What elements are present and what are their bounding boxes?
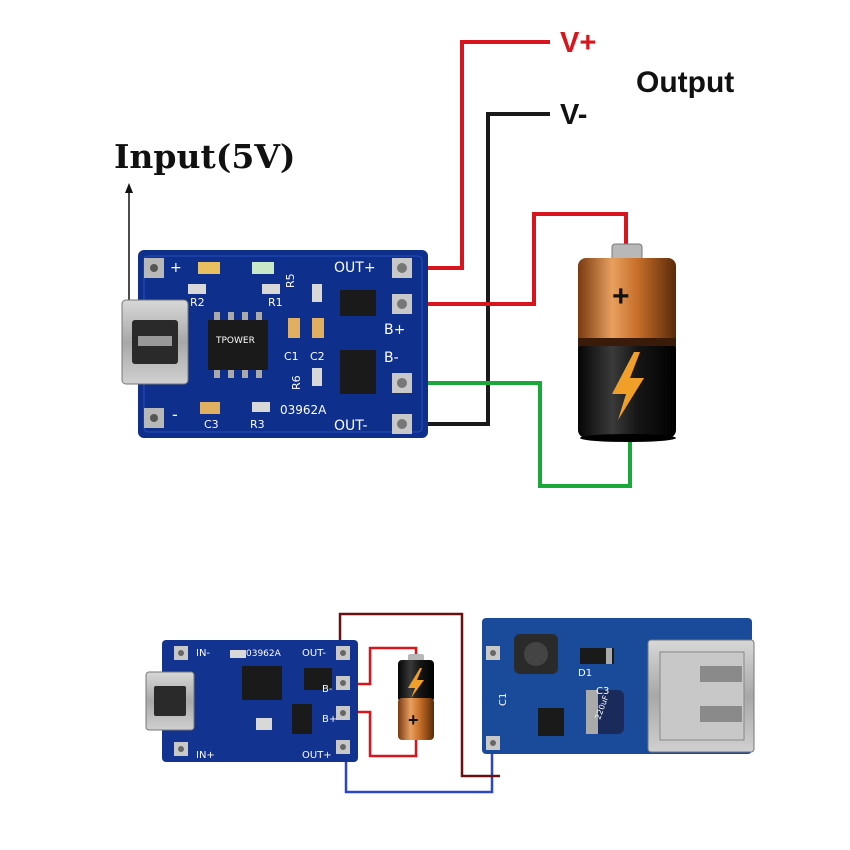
silk-r2: R2 xyxy=(190,296,205,309)
wire-out-plus-red xyxy=(410,40,550,270)
svg-text:+: + xyxy=(408,710,419,730)
out-plus-pad xyxy=(392,258,412,278)
silk-board-code-bottom: 03962A xyxy=(246,649,282,659)
b-minus-pad xyxy=(392,373,412,393)
silk-in-minus: IN- xyxy=(196,648,210,659)
input-label: Input(5V) xyxy=(114,137,296,176)
lightning-bolt-icon xyxy=(612,352,644,420)
chip-marking: TPOWER xyxy=(215,336,255,346)
silk-c3: C3 xyxy=(204,418,219,431)
v-plus-label: V+ xyxy=(560,27,596,59)
charger-board-bottom: IN- IN+ OUT- OUT+ B- B+ 03962A xyxy=(145,640,358,762)
b-plus-pad xyxy=(392,294,412,314)
battery-icon: + xyxy=(398,654,434,740)
silk-r5: R5 xyxy=(284,273,297,288)
wire-out-minus-black xyxy=(410,112,550,426)
wire-out-plus-darkred xyxy=(338,612,500,778)
silk-out-minus-bottom: OUT- xyxy=(302,648,326,659)
silk-b-plus: B+ xyxy=(384,322,405,338)
v-minus-label: V- xyxy=(560,99,587,131)
usb-port-icon xyxy=(647,639,755,753)
silk-r1: R1 xyxy=(268,296,283,309)
wire-b-plus-red xyxy=(410,212,628,306)
silk-r6: R6 xyxy=(290,375,303,390)
wire-b-minus-green xyxy=(410,381,632,488)
silk-out-minus: OUT- xyxy=(334,418,368,434)
silk-boost-d1: D1 xyxy=(578,668,592,679)
silk-boost-c1: C1 xyxy=(498,693,509,706)
silk-b-minus: B- xyxy=(384,350,399,366)
silk-r3: R3 xyxy=(250,418,265,431)
output-label: Output xyxy=(636,66,734,99)
silk-c1: C1 xyxy=(284,350,299,363)
silk-b-minus-bottom: B- xyxy=(322,684,333,695)
silk-out-plus: OUT+ xyxy=(334,260,376,276)
silk-boost-c3: C3 xyxy=(596,686,609,697)
charger-board-top: TPOWER + - OUT+ OUT- B+ B- R2 R1 R5 C1 C… xyxy=(121,250,428,438)
battery-icon: + xyxy=(578,243,676,442)
silk-in-plus: IN+ xyxy=(196,750,215,761)
usb-port-icon xyxy=(121,299,189,385)
top-wires xyxy=(410,40,632,488)
svg-text:+: + xyxy=(612,280,630,313)
boost-board: 220uF C3 C1 D1 xyxy=(482,618,755,754)
silk-minus: - xyxy=(172,405,178,424)
silk-b-plus-bottom: B+ xyxy=(322,714,337,725)
lightning-bolt-icon xyxy=(408,668,424,698)
silk-out-plus-bottom: OUT+ xyxy=(302,750,332,761)
silk-plus: + xyxy=(170,260,182,276)
out-minus-pad xyxy=(392,414,412,434)
silk-board-code: 03962A xyxy=(280,403,327,417)
wire-b-minus-red xyxy=(352,646,418,686)
arrow-up-icon xyxy=(125,183,133,320)
silk-c2: C2 xyxy=(310,350,325,363)
wire-b-plus-red xyxy=(352,710,418,758)
